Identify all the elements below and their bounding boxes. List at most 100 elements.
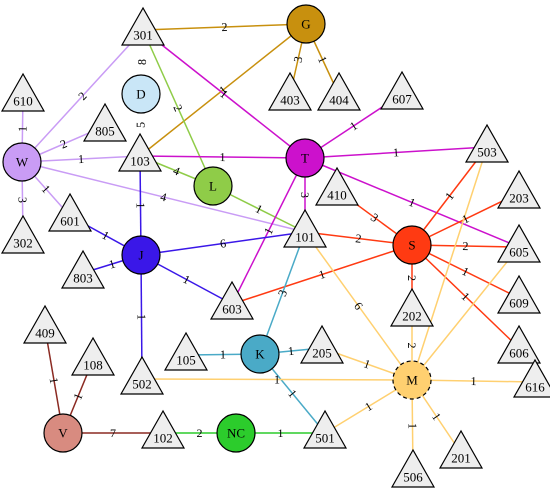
edge-label-M-506: 1 (405, 423, 419, 429)
edge-label-D-103: 5 (133, 122, 147, 128)
node-101-triangle (282, 208, 328, 248)
edge-label-T-603: 1 (261, 225, 276, 237)
edge-label-103-L: 4 (171, 163, 182, 178)
edge-T-605 (304, 157, 520, 248)
edge-S-503 (411, 146, 488, 246)
node-503: 503 (464, 123, 510, 163)
node-L-label: L (209, 179, 217, 194)
node-L-circle (193, 166, 233, 206)
edge-301-G (142, 23, 307, 31)
edge-label-101-S: 2 (355, 231, 363, 246)
node-101-label: 101 (295, 230, 315, 245)
edge-label-W-103: 1 (78, 152, 85, 166)
node-S-label: S (408, 238, 415, 253)
edge-label-301-L: 2 (170, 102, 185, 113)
edge-label-202-M: 2 (405, 343, 419, 349)
node-404-label: 404 (329, 93, 349, 108)
node-603-triangle (209, 280, 255, 320)
node-S-circle (392, 225, 432, 265)
node-203-label: 203 (509, 191, 529, 206)
node-805-label: 805 (95, 124, 115, 139)
node-108-label: 108 (83, 358, 103, 373)
edge-label-T-607: 1 (347, 119, 360, 134)
node-205-triangle (299, 324, 345, 364)
edge-301-T (142, 29, 306, 159)
node-506-label: 506 (403, 470, 423, 485)
node-601-triangle (47, 192, 93, 232)
node-203: 203 (496, 169, 542, 209)
edge-603-S (231, 244, 413, 305)
node-205-label: 205 (312, 346, 332, 361)
edge-W-101 (21, 161, 306, 233)
edge-G-103 (139, 23, 307, 157)
edge-label-W-302: 3 (15, 197, 29, 203)
edge-label-G-404: 1 (315, 54, 330, 65)
edge-label-T-101: 3 (298, 192, 312, 198)
node-T-label: T (301, 151, 309, 166)
node-101: 101 (282, 208, 328, 248)
edge-T-503 (304, 146, 488, 159)
edge-101-K (259, 231, 306, 355)
node-601: 601 (47, 192, 93, 232)
edge-label-G-403: 3 (291, 55, 306, 64)
edge-label-409-V: 1 (47, 376, 62, 384)
node-M-label: M (406, 373, 418, 388)
node-609: 609 (496, 274, 542, 314)
edge-label-J-101: 6 (219, 236, 227, 251)
edge-label-S-203: 1 (460, 211, 472, 226)
node-V-circle (43, 413, 83, 453)
node-403: 403 (267, 71, 313, 111)
edge-label-301-G: 2 (221, 20, 228, 34)
edge-label-J-502: 1 (134, 314, 148, 320)
node-502-label: 502 (132, 377, 152, 392)
edge-label-108-V: 1 (70, 391, 85, 402)
edge-101-M (304, 231, 413, 381)
node-W: W (2, 142, 42, 182)
edge-W-103 (21, 155, 141, 163)
edge-label-T-503: 1 (393, 145, 400, 159)
node-G-circle (286, 4, 326, 44)
node-V: V (43, 413, 83, 453)
node-606-label: 606 (509, 346, 529, 361)
node-M-circle (392, 360, 432, 400)
node-108: 108 (70, 336, 116, 376)
edge-label-105-K: 1 (220, 347, 226, 361)
node-302-triangle (0, 214, 46, 254)
node-K-label: K (255, 347, 265, 362)
node-501: 501 (302, 409, 348, 449)
node-302: 302 (0, 214, 46, 254)
edge-label-101-M: 6 (351, 299, 366, 312)
node-202-label: 202 (402, 309, 422, 324)
edge-label-K-501: 1 (285, 387, 300, 401)
edge-label-W-101: 4 (159, 189, 168, 204)
node-404-triangle (316, 71, 362, 111)
edge-label-103-T: 1 (219, 150, 225, 164)
edge-label-205-M: 1 (362, 356, 372, 371)
edge-label-101-K: 3 (275, 288, 290, 298)
node-T: T (285, 138, 325, 178)
edge-J-101 (140, 231, 306, 256)
node-410: 410 (314, 166, 360, 206)
node-201-triangle (438, 429, 484, 469)
edge-502-M (141, 378, 413, 381)
node-506: 506 (390, 448, 436, 488)
edge-label-803-J: 1 (107, 256, 117, 271)
node-501-label: 501 (315, 431, 335, 446)
node-607-triangle (379, 70, 425, 110)
edge-S-606 (411, 244, 520, 349)
node-203-triangle (496, 169, 542, 209)
node-409: 409 (22, 304, 68, 344)
edge-label-S-605: 2 (462, 239, 468, 253)
edge-label-J-603: 1 (181, 272, 193, 287)
node-W-label: W (16, 155, 29, 170)
node-610: 610 (0, 72, 46, 112)
node-D: D (121, 74, 161, 114)
edge-T-603 (231, 157, 306, 305)
node-616-triangle (512, 358, 550, 398)
node-W-circle (2, 142, 42, 182)
node-410-label: 410 (327, 188, 347, 203)
edge-M-616 (411, 379, 536, 383)
node-M: M (392, 360, 432, 400)
node-605-triangle (496, 223, 542, 263)
